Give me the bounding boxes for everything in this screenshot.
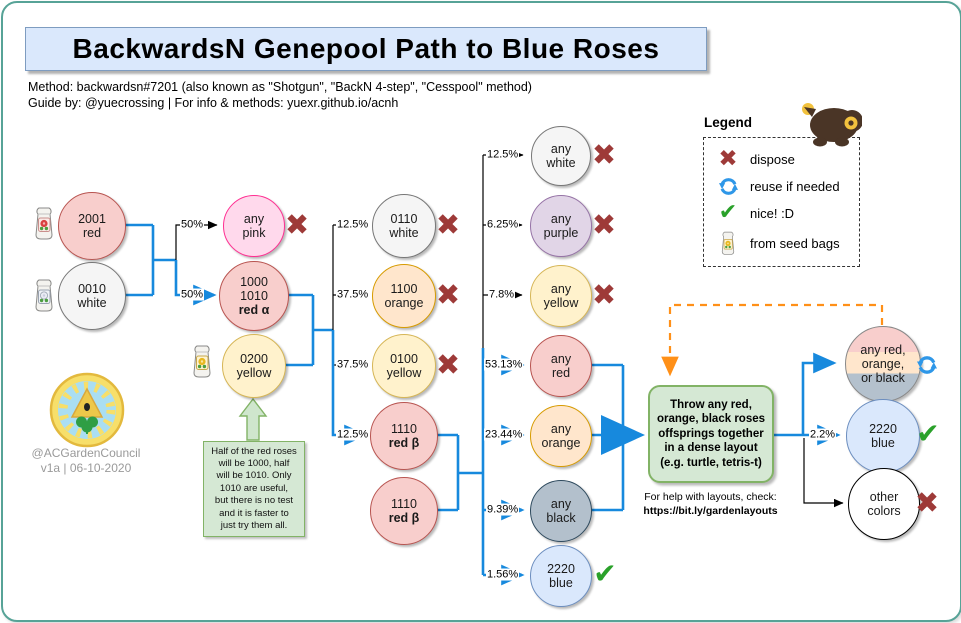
edges-layer — [124, 150, 884, 586]
note-up-arrow — [238, 397, 268, 441]
feedback-loop-dashed-arrow — [661, 303, 884, 377]
